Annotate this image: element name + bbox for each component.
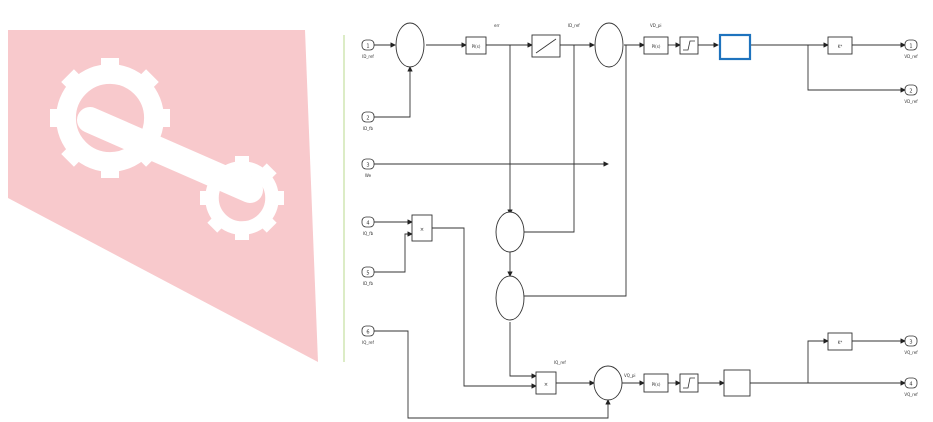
outport-3[interactable]: 3 VQ_ref	[904, 335, 918, 355]
selected-block[interactable]	[718, 33, 752, 61]
inport-2[interactable]: 2 ID_fb	[361, 111, 375, 131]
svg-text:VQ_ref: VQ_ref	[904, 392, 918, 397]
svg-text:4: 4	[366, 221, 369, 227]
svg-text:ID_fb: ID_fb	[363, 126, 374, 131]
inport-4[interactable]: 4 IQ_fb	[361, 216, 375, 236]
svg-text:PI(s): PI(s)	[472, 44, 481, 49]
svg-text:IQ_ref: IQ_ref	[362, 340, 374, 345]
svg-text:5: 5	[366, 271, 369, 277]
inport-6[interactable]: 6 IQ_ref	[361, 325, 374, 345]
output-block-q[interactable]	[723, 369, 751, 397]
outport-4[interactable]: 4 VQ_ref	[904, 377, 918, 397]
svg-text:K*: K*	[838, 44, 843, 49]
limiter-block-d[interactable]	[679, 36, 699, 55]
svg-text:4: 4	[909, 382, 912, 388]
saturation-block-d[interactable]	[531, 34, 561, 58]
signal-label-id-ref: ID_ref	[568, 23, 580, 28]
svg-text:VQ_ref: VQ_ref	[904, 350, 918, 355]
svg-text:×: ×	[420, 227, 424, 233]
signal-label-err: err	[494, 23, 500, 28]
svg-text:VD_ref: VD_ref	[904, 54, 918, 59]
inport-1[interactable]: 1 ID_ref	[361, 39, 374, 59]
svg-text:1: 1	[366, 44, 369, 50]
inport-3[interactable]: 3 We	[361, 158, 375, 178]
svg-text:2: 2	[366, 116, 369, 122]
watermark-logo	[8, 30, 318, 362]
svg-text:IQ_fb: IQ_fb	[363, 231, 374, 236]
inport-5[interactable]: 5 ID_fb	[361, 266, 375, 286]
sum-block-d[interactable]	[395, 22, 425, 68]
svg-text:1: 1	[909, 44, 912, 50]
product-block[interactable]: ×	[411, 214, 433, 242]
svg-text:VD_ref: VD_ref	[904, 99, 918, 104]
sum-block-d-ff[interactable]	[594, 22, 624, 68]
signal-label-iq-ref: IQ_ref	[554, 360, 566, 365]
limiter-block-q[interactable]	[679, 373, 699, 393]
svg-text:ID_ref: ID_ref	[362, 54, 374, 59]
gear-large-icon	[50, 58, 170, 178]
signal-label-vd-pi: VD_pi	[650, 23, 661, 28]
product-block-q[interactable]: ×	[535, 371, 557, 395]
pi-block-dd[interactable]: PI(s)	[643, 36, 669, 55]
sum-block-q[interactable]	[593, 365, 623, 401]
svg-text:PI(s): PI(s)	[652, 44, 661, 49]
pi-block-q[interactable]: PI(s)	[643, 373, 669, 393]
sum-block-mid[interactable]	[495, 211, 525, 253]
svg-text:×: ×	[544, 382, 548, 388]
svg-text:3: 3	[366, 163, 369, 169]
svg-text:6: 6	[366, 330, 369, 336]
svg-text:PI(s): PI(s)	[652, 382, 661, 387]
gain-block-q[interactable]: K*	[827, 332, 853, 351]
pi-block-d[interactable]: PI(s)	[465, 36, 487, 55]
svg-text:2: 2	[909, 89, 912, 95]
sum-block-mid2[interactable]	[495, 275, 525, 321]
svg-text:K*: K*	[838, 340, 843, 345]
gear-small-icon	[200, 156, 284, 240]
outport-1[interactable]: 1 VD_ref	[904, 39, 918, 59]
gain-block-d[interactable]: K*	[827, 36, 853, 55]
signal-wires	[374, 42, 906, 419]
svg-text:ID_fb: ID_fb	[363, 281, 374, 286]
signal-label-vq-pi: VQ_pi	[624, 373, 636, 378]
svg-text:3: 3	[909, 340, 912, 346]
outport-2[interactable]: 2 VD_ref	[904, 84, 918, 104]
svg-text:We: We	[365, 173, 372, 178]
wrench-icon	[77, 107, 263, 203]
